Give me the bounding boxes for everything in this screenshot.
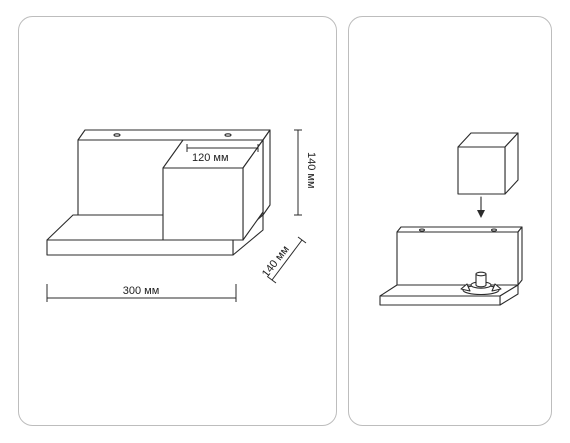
width-label: 300 мм — [123, 285, 160, 297]
storage-box — [162, 139, 264, 241]
install-back-panel — [396, 226, 523, 286]
width-dimension — [46, 284, 237, 302]
mounting-bracket-icon — [460, 271, 502, 296]
inner-width-dimension — [186, 144, 259, 152]
inner-width-label: 120 мм — [192, 152, 229, 164]
depth-dimension — [267, 236, 307, 284]
height-dimension — [294, 129, 302, 216]
right-panel — [348, 16, 552, 426]
arrow-down-icon — [477, 196, 485, 218]
cube — [457, 132, 519, 195]
installation-drawing — [379, 132, 523, 306]
shelf-dimension-drawing: 120 мм 140 мм 140 мм 300 мм — [46, 129, 317, 302]
height-label: 140 мм — [305, 152, 317, 189]
